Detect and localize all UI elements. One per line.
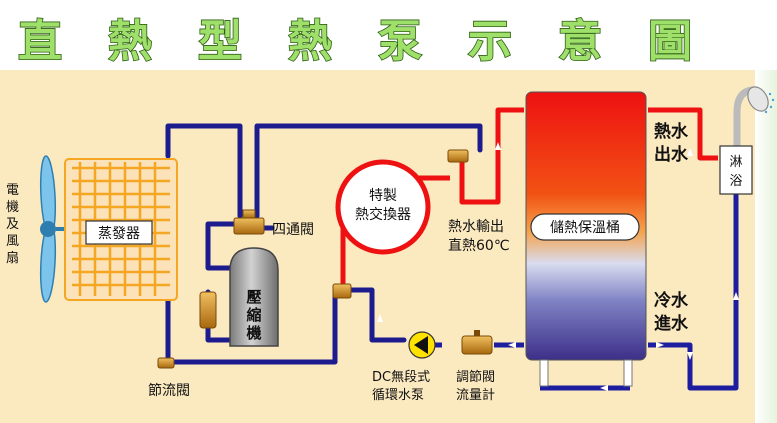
hot-water-output-label: 熱水輸出 直熱60℃ bbox=[448, 219, 510, 254]
arrow-down bbox=[687, 352, 693, 360]
arrow-up bbox=[733, 292, 739, 300]
dc-pump-label-line: DC無段式 bbox=[372, 370, 430, 385]
compressor-label-char: 壓 bbox=[246, 288, 261, 306]
shower-head-icon bbox=[733, 86, 775, 150]
tank-label: 儲熱保溫桶 bbox=[550, 220, 620, 236]
pipe-fitting-bottom bbox=[332, 283, 352, 299]
side-strip bbox=[755, 70, 777, 423]
flow-meter-label-line: 調節閥 bbox=[456, 370, 495, 385]
tank-label-box: 儲熱保溫桶 bbox=[530, 213, 640, 241]
throttle-valve bbox=[157, 357, 175, 369]
arrow-left bbox=[508, 342, 516, 348]
title-char: 意 bbox=[558, 16, 602, 67]
fan-label-char: 電 bbox=[6, 183, 19, 198]
cold-in-line: 進水 bbox=[654, 313, 689, 334]
fan-label-char: 扇 bbox=[6, 250, 19, 266]
flow-meter-icon bbox=[461, 330, 493, 355]
hot-water-output-line: 熱水輸出 bbox=[448, 219, 504, 235]
shower-label-char: 浴 bbox=[729, 174, 742, 189]
hot-water-output-line: 直熱60℃ bbox=[448, 237, 510, 254]
fan-label: 電 機 及 風 扇 bbox=[6, 183, 19, 266]
evaporator-label: 蒸發器 bbox=[98, 226, 140, 242]
arrow-up bbox=[687, 148, 693, 156]
hot-water-out-label: 熱水 出水 bbox=[654, 121, 689, 165]
title-band bbox=[0, 0, 777, 70]
hot-water-pipes bbox=[459, 107, 718, 205]
dc-pump-label: DC無段式 循環水泵 bbox=[372, 370, 430, 403]
arrow-up bbox=[495, 142, 501, 150]
title-char: 圖 bbox=[648, 16, 692, 67]
heat-exchanger-label-line: 特製 bbox=[369, 188, 397, 204]
cold-water-in-label: 冷水 進水 bbox=[654, 290, 689, 334]
flow-meter-label: 調節閥 流量計 bbox=[456, 370, 495, 403]
title-char: 型 bbox=[198, 16, 242, 67]
accumulator bbox=[199, 291, 217, 329]
shower-label-char: 淋 bbox=[729, 155, 742, 170]
title-char: 直 bbox=[18, 16, 62, 67]
throttle-valve-label: 節流閥 bbox=[148, 382, 190, 399]
title-char: 熱 bbox=[288, 16, 332, 67]
four-way-valve-label: 四通閥 bbox=[272, 222, 314, 238]
arrow-right bbox=[656, 342, 664, 348]
arrow-left bbox=[600, 385, 608, 391]
cold-in-line: 冷水 bbox=[654, 290, 689, 311]
fan-icon bbox=[39, 155, 70, 303]
heat-exchanger bbox=[335, 159, 450, 290]
title-char: 熱 bbox=[108, 16, 152, 67]
title-char: 泵 bbox=[378, 16, 422, 67]
evaporator-label-box: 蒸發器 bbox=[85, 220, 153, 245]
diagram-title: 直 熱 型 熱 泵 示 意 圖 bbox=[17, 15, 693, 68]
compressor-label: 壓 縮 機 bbox=[246, 288, 261, 342]
dc-pump-icon bbox=[408, 331, 436, 359]
compressor-label-char: 縮 bbox=[246, 306, 261, 324]
shower-box: 淋 浴 bbox=[719, 145, 753, 195]
four-way-valve bbox=[233, 209, 265, 235]
heat-exchanger-label-line: 熱交換器 bbox=[355, 206, 411, 223]
heat-exchanger-label: 特製 熱交換器 bbox=[355, 188, 411, 223]
dc-pump-label-line: 循環水泵 bbox=[372, 388, 424, 403]
compressor-label-char: 機 bbox=[246, 324, 261, 342]
pipe-fitting-top bbox=[447, 149, 469, 163]
hot-out-line: 熱水 bbox=[654, 121, 689, 142]
fan-label-char: 及 bbox=[6, 217, 19, 232]
fan-label-char: 機 bbox=[6, 200, 19, 215]
flow-arrows bbox=[377, 142, 739, 391]
hot-out-line: 出水 bbox=[654, 144, 689, 165]
flow-meter-label-line: 流量計 bbox=[456, 387, 495, 403]
compressor bbox=[229, 247, 279, 347]
title-char: 示 bbox=[468, 16, 512, 67]
arrow-up bbox=[377, 314, 383, 322]
fan-label-char: 風 bbox=[6, 234, 19, 249]
